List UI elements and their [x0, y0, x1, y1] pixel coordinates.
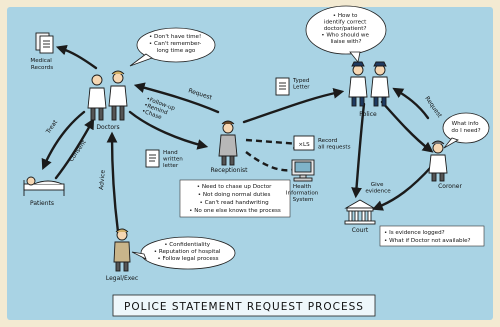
court-note-2: • What if Doctor not available?: [384, 238, 471, 244]
arrow-doctors-to-medical-records: [55, 44, 98, 70]
patients-bed: [23, 176, 65, 196]
police-bubble-line2: identify correct: [324, 20, 367, 26]
his-label-line2: Information: [286, 191, 319, 197]
diagram-background: [7, 7, 493, 320]
advice-label: Advice: [98, 169, 107, 190]
svg-text:• Don't have time! • C: • Don't have time! • Can't remember- lon…: [149, 34, 203, 54]
arrow-coroner-to-court: [371, 164, 434, 211]
receptionist-figure: [218, 120, 238, 166]
svg-text:Record all requests: Record all requests: [318, 138, 351, 151]
treat-label: Treat: [44, 118, 59, 136]
legal-bubble-line3: • Follow legal process: [157, 256, 218, 262]
arrow-coroner-to-police: [392, 87, 430, 120]
hand-written-letter-label-2: written: [163, 157, 183, 163]
his-label-line3: System: [293, 197, 314, 203]
hand-written-letter-label-1: Hand: [163, 150, 178, 156]
typed-letter-line2: Letter: [293, 85, 310, 91]
coroner-bubble-line1: What info: [452, 121, 480, 127]
receptionist-note-2: • Not doing normal duties: [198, 192, 271, 198]
court-label: Court: [352, 227, 369, 234]
medical-records-node: Medical Records: [30, 32, 54, 71]
arrow-patients-to-doctors: [54, 118, 95, 180]
record-requests-line1: Record: [318, 138, 338, 144]
arrow-receptionist-to-his-upper: [245, 138, 305, 149]
medical-records-label-line2: Records: [31, 65, 53, 71]
arrow-doctors-to-patients: [41, 110, 86, 170]
request-to-doctors-label: Request: [187, 87, 213, 101]
arrow-receptionist-to-police: [242, 87, 345, 124]
legal-speech-bubble: • Confidentiality • Reputation of hospit…: [131, 236, 236, 270]
svg-text:• Need to chase up Doctor: • Need to chase up Doctor • Not doing no…: [189, 184, 281, 214]
svg-text:Give evidence: Give evidence: [365, 182, 391, 195]
doctors-bubble-line2: • Can't remember-: [149, 41, 201, 47]
give-evidence-line2: evidence: [365, 189, 391, 195]
coroner-speech-bubble: What info do I need?: [442, 112, 490, 149]
receptionist-note-4: • No one else knows the process: [189, 208, 281, 214]
coroner-label: Coroner: [438, 183, 462, 190]
police-bubble-line4: • Who should we: [321, 33, 369, 39]
court-note-1: • Is evidence logged?: [384, 230, 445, 236]
svg-text:Health Information: Health Information System: [286, 184, 320, 203]
court-building-icon: [344, 199, 376, 225]
followup-label: •Follow-up •Remind •Chase: [141, 96, 177, 125]
typed-letter-line1: Typed: [292, 78, 310, 84]
svg-text:• How to identify corr: • How to identify correct doctor/patient…: [321, 13, 370, 45]
arrow-doctors-to-receptionist: [128, 110, 209, 150]
svg-text:What info do I need?: What info do I need?: [451, 121, 480, 134]
receptionist-notes: • Need to chase up Doctor • Not doing no…: [179, 179, 291, 218]
legal-exec-label: Legal/Exec: [106, 275, 138, 282]
arrow-police-to-coroner: [380, 100, 434, 153]
police-speech-bubble: • How to identify correct doctor/patient…: [305, 5, 387, 63]
hand-written-letter-icon: [145, 149, 160, 168]
hand-written-letter-label-3: letter: [163, 163, 179, 169]
coroner-bubble-line2: do I need?: [451, 128, 480, 134]
his-label-line1: Health: [293, 184, 312, 190]
typed-letter-icon: [275, 77, 290, 96]
svg-text:• Is evidence logged?: • Is evidence logged? • What if Doctor n…: [384, 230, 471, 244]
svg-text:Typed Letter: Typed Letter: [292, 78, 311, 91]
doctors-bubble-line1: • Don't have time!: [149, 34, 201, 40]
record-requests-line2: all requests: [318, 145, 351, 151]
svg-text:Hand written lette: Hand written letter: [163, 150, 185, 169]
coroner-figure: [428, 140, 448, 182]
police-bubble-line1: • How to: [333, 13, 358, 19]
arrow-legal-to-doctors: [106, 131, 120, 234]
svg-text:• Confidentiality • Re: • Confidentiality • Reputation of hospit…: [154, 242, 222, 262]
legal-bubble-line1: • Confidentiality: [164, 242, 210, 248]
arrow-receptionist-to-doctors: [133, 82, 220, 114]
legal-exec-figure: [113, 228, 131, 272]
court-notes: • Is evidence logged? • What if Doctor n…: [379, 225, 485, 247]
doctors-speech-bubble: • Don't have time! • Can't remember- lon…: [129, 27, 216, 67]
receptionist-label: Receptionist: [210, 167, 248, 174]
patients-label: Patients: [30, 200, 54, 207]
receptionist-note-3: • Can't read handwriting: [200, 200, 270, 206]
doctors-figures: [87, 70, 128, 121]
diagram-title: POLICE STATEMENT REQUEST PROCESS: [124, 301, 364, 313]
police-bubble-line3: doctor/patient?: [324, 26, 367, 32]
consent-label: Consent: [68, 138, 88, 163]
arrow-receptionist-to-his-lower: [245, 151, 293, 172]
police-label: Police: [359, 111, 377, 118]
xls-document-icon: ×LS: [293, 135, 315, 151]
title-banner: POLICE STATEMENT REQUEST PROCESS: [112, 294, 376, 317]
medical-records-label-line1: Medical: [30, 58, 52, 64]
police-bubble-line5: liaise with?: [330, 39, 361, 45]
computer-icon: [291, 159, 315, 182]
doctors-bubble-line3: long time ago: [157, 48, 196, 54]
xls-label: ×LS: [298, 142, 310, 148]
receptionist-note-1: • Need to chase up Doctor: [197, 184, 272, 190]
give-evidence-line1: Give: [371, 182, 384, 188]
flow-arrows: [41, 44, 434, 234]
legal-bubble-line2: • Reputation of hospital: [154, 249, 221, 255]
medical-records-label: Medical Records: [30, 58, 53, 71]
police-figures: [348, 61, 390, 107]
doctors-label: Doctors: [96, 124, 119, 131]
arrow-police-to-court: [351, 102, 366, 199]
